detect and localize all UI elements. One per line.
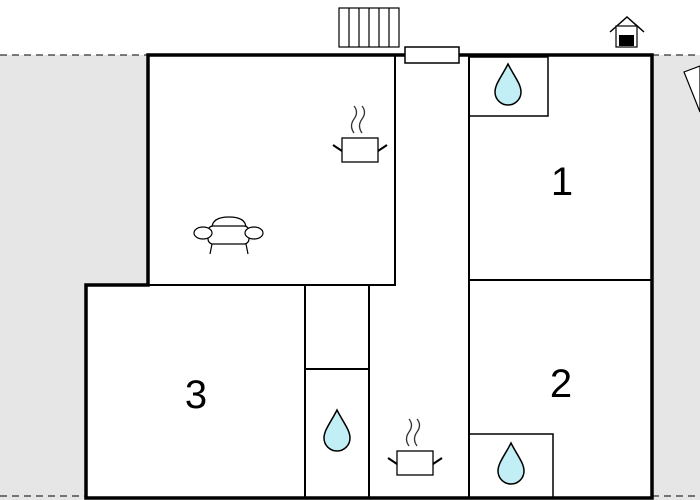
water-drop-icon — [497, 441, 525, 485]
room-number-1: 1 — [551, 160, 573, 204]
radiator-icon — [338, 7, 400, 48]
wall-living-room — [148, 55, 396, 286]
building-interior — [86, 55, 652, 498]
room-number-3: 3 — [185, 373, 207, 417]
outside-area-left-lower — [0, 285, 86, 500]
outside-area-right — [652, 55, 700, 500]
water-drop-icon — [323, 408, 351, 452]
bathroom-1 — [470, 56, 549, 117]
cooking-pot-icon — [387, 418, 443, 476]
bathroom-2 — [470, 433, 554, 497]
room-number-2: 2 — [550, 362, 572, 406]
cooking-pot-icon — [332, 105, 388, 163]
entrance-door — [404, 46, 460, 64]
terrace-shape — [683, 65, 700, 113]
outside-area-left — [0, 55, 148, 285]
outer-wall — [84, 53, 654, 500]
sofa-icon — [193, 216, 264, 255]
water-drop-icon — [494, 62, 522, 106]
house-icon — [609, 15, 645, 48]
